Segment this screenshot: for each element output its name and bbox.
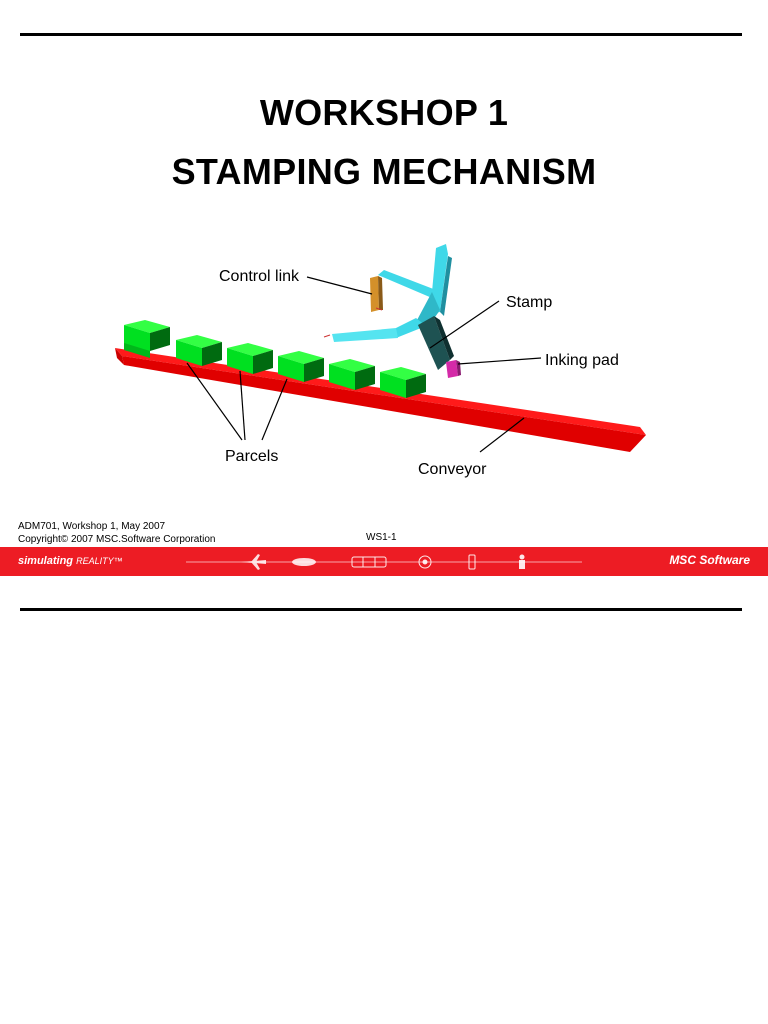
leader-parcel-1 <box>186 362 243 441</box>
parcel-1 <box>124 320 170 358</box>
page-title-line-1: WORKSHOP 1 <box>259 92 509 133</box>
footer-copyright-line: Copyright© 2007 MSC.Software Corporation <box>18 534 216 545</box>
brand-bar: simulating REALITY™ MSC Software <box>0 547 768 576</box>
gear-icon <box>418 555 432 569</box>
footer-course-line: ADM701, Workshop 1, May 2007 <box>18 521 166 532</box>
parcel-6 <box>380 367 426 398</box>
stamp-arm <box>332 244 452 342</box>
leader-inking-pad <box>457 357 542 365</box>
label-conveyor: Conveyor <box>418 461 487 478</box>
leader-stamp <box>429 300 500 349</box>
footer-slide-number: WS1-1 <box>366 532 397 543</box>
stamping-mechanism-figure: Control link Stamp Inking pad Parcels Co… <box>115 244 646 478</box>
leader-control-link <box>306 276 373 295</box>
label-stamp: Stamp <box>506 294 552 311</box>
control-link <box>370 276 383 312</box>
parcel-3 <box>227 343 273 374</box>
page-title-line-2: STAMPING MECHANISM <box>171 151 597 192</box>
footer-course-info: ADM701, Workshop 1, May 2007 Copyright© … <box>18 520 215 546</box>
label-inking-pad: Inking pad <box>545 352 619 369</box>
joint-markers <box>323 307 383 338</box>
parcels-group <box>124 320 426 398</box>
brand-tagline: simulating REALITY™ <box>18 555 123 567</box>
leader-parcel-3 <box>261 378 288 441</box>
airplane-icon <box>241 554 266 570</box>
person-icon <box>519 554 525 569</box>
brand-icon-strip <box>186 554 582 570</box>
leader-lines <box>186 276 542 453</box>
train-icon <box>351 556 387 568</box>
car-icon <box>292 558 316 566</box>
parcel-5 <box>329 359 375 390</box>
label-parcels: Parcels <box>225 448 278 465</box>
parcel-2 <box>176 335 222 366</box>
brand-tagline-bold: simulating <box>18 555 74 567</box>
leader-parcel-2 <box>239 370 246 441</box>
msc-software-logo: MSC Software <box>669 553 750 567</box>
brand-tagline-thin: REALITY™ <box>76 556 123 566</box>
leader-conveyor <box>479 417 525 453</box>
phone-icon <box>468 554 476 570</box>
top-rule <box>20 33 742 36</box>
inking-pad <box>446 360 461 378</box>
label-control-link: Control link <box>219 268 300 285</box>
parcel-4 <box>278 351 324 382</box>
bottom-rule <box>20 608 742 611</box>
